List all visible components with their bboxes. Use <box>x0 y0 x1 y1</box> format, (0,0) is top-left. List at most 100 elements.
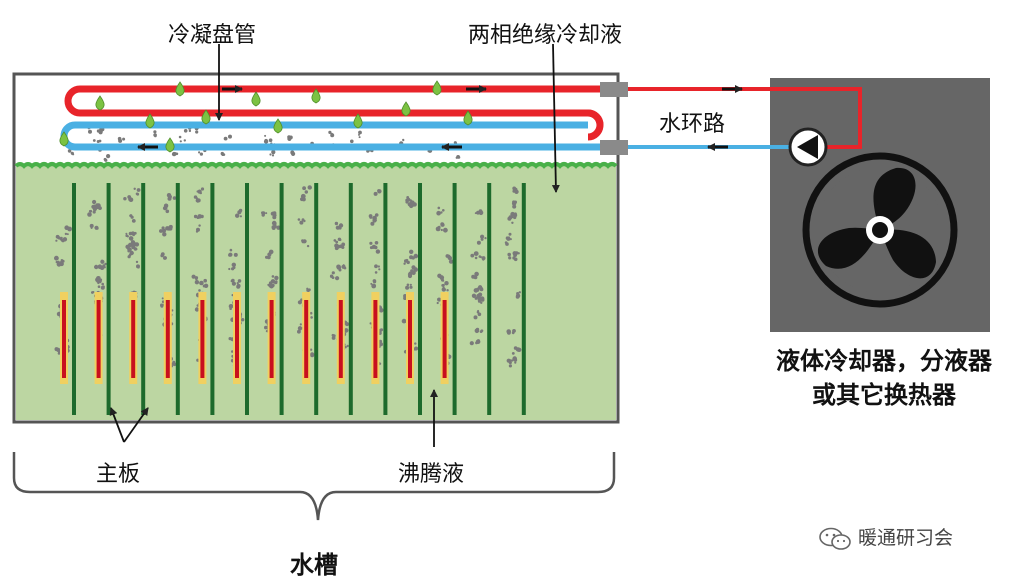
bubble <box>437 297 441 302</box>
bubble <box>331 333 335 337</box>
bubble <box>202 284 206 288</box>
bubble <box>371 245 376 249</box>
mainboard <box>314 183 319 415</box>
mainboard <box>72 183 76 415</box>
bubble <box>56 261 62 267</box>
bubble <box>414 342 417 345</box>
bubble <box>511 201 517 206</box>
bubble <box>513 257 518 262</box>
bubble <box>128 197 134 202</box>
condensate-droplets <box>59 80 473 153</box>
bubble <box>335 240 339 244</box>
bubble <box>235 213 240 218</box>
bubble <box>440 223 445 227</box>
bubble <box>66 233 69 236</box>
bubble <box>512 204 517 209</box>
bubble <box>480 301 483 304</box>
bubble <box>127 242 133 248</box>
bubble <box>55 234 60 239</box>
bubble <box>241 318 245 322</box>
bubble <box>136 188 141 192</box>
mainboard <box>279 183 284 415</box>
bubble <box>370 282 373 285</box>
bubble <box>237 279 242 283</box>
bubble <box>163 256 167 260</box>
bubble <box>514 361 517 364</box>
mainboard <box>452 183 457 415</box>
liquid-surface <box>14 162 618 169</box>
bubble <box>61 238 65 243</box>
bubble <box>473 315 478 320</box>
bubble <box>261 211 264 215</box>
bubble <box>264 325 268 330</box>
hot-coil-loop-end <box>587 109 604 126</box>
bubble <box>477 339 480 342</box>
bubble <box>273 280 278 285</box>
bubble <box>443 227 448 233</box>
bubble <box>161 297 164 300</box>
bubble <box>137 266 140 269</box>
bubble <box>228 267 231 271</box>
bubble <box>98 139 102 143</box>
bubble <box>379 328 383 332</box>
bubble <box>442 286 445 289</box>
heater-chip <box>200 300 205 378</box>
bubble <box>484 237 487 240</box>
bubble <box>331 271 335 275</box>
watermark: 暖通研习会 <box>818 523 953 551</box>
bubble <box>402 138 405 141</box>
bubble <box>183 139 186 142</box>
bubble <box>172 362 177 367</box>
bubble <box>135 260 139 264</box>
bubble <box>335 225 340 230</box>
bubble <box>304 190 308 194</box>
bubble <box>444 281 449 286</box>
bubble <box>199 280 204 286</box>
bubble <box>334 221 339 226</box>
bubble <box>333 239 337 242</box>
bubble <box>409 255 414 260</box>
bubble <box>199 152 203 156</box>
bubble <box>403 262 406 265</box>
bubble <box>179 140 182 143</box>
label-condenser-coil: 冷凝盘管 <box>168 23 257 48</box>
mainboard <box>175 183 180 415</box>
pipe-connector-top <box>600 82 628 97</box>
bubble <box>233 252 238 257</box>
bubble <box>406 260 410 265</box>
heater-chip <box>442 300 447 378</box>
bubble <box>477 297 481 301</box>
wechat-icon <box>819 527 851 550</box>
bubble <box>358 130 362 135</box>
bubble <box>270 279 274 284</box>
bubble <box>128 236 134 241</box>
bubble <box>476 240 481 245</box>
bubble <box>436 210 441 216</box>
bubble <box>130 215 134 219</box>
water-loop-hot-line-inner <box>770 87 862 149</box>
condensate-droplet <box>59 131 69 147</box>
bubble <box>131 231 135 236</box>
bubble <box>228 134 232 139</box>
label-mainboard: 主板 <box>96 462 141 487</box>
bubble <box>511 359 514 362</box>
bubble <box>297 326 303 331</box>
condensate-droplet <box>353 113 363 129</box>
bubble <box>299 323 302 326</box>
bubble <box>373 191 378 196</box>
condensate-droplet <box>175 81 185 97</box>
mainboards <box>60 183 526 415</box>
pointer-mainboard-a <box>109 407 125 443</box>
watermark-text: 暖通研习会 <box>858 527 954 549</box>
bubble <box>518 291 521 294</box>
fan-icon <box>802 152 958 308</box>
label-cooler: 液体冷却器，分液器 或其它换热器 <box>724 344 1032 412</box>
bubble <box>437 273 442 278</box>
bubble <box>160 252 165 257</box>
bubble <box>103 266 106 269</box>
label-cooler-line1: 液体冷却器，分液器 <box>776 347 992 375</box>
bubble <box>229 307 232 311</box>
bubble <box>191 274 196 279</box>
bubble <box>512 329 516 333</box>
heater-chip <box>408 300 412 378</box>
